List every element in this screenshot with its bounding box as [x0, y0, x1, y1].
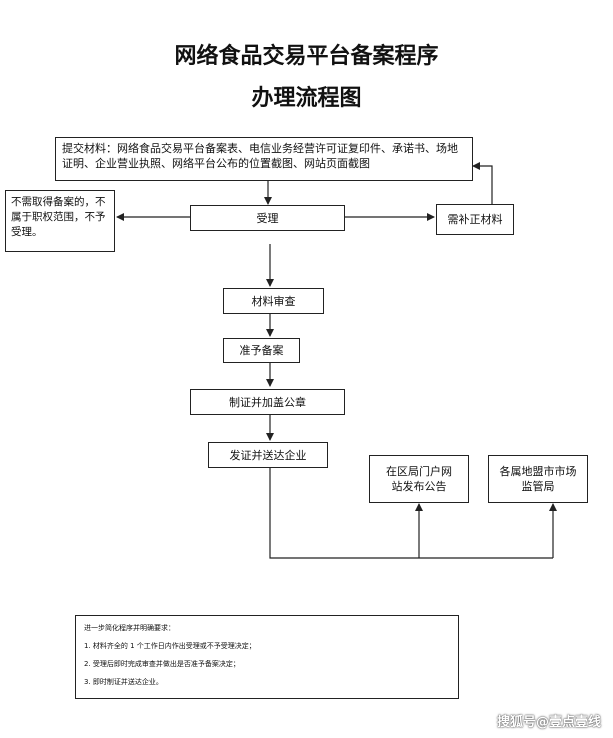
notes-item-3: 3. 即时制证并送达企业。	[84, 678, 163, 686]
certificate-label: 制证并加盖公章	[229, 395, 306, 409]
notes-item-2: 2. 受理后即时完成审查并做出是否准予备案决定；	[84, 660, 240, 668]
notes-heading: 进一步简化程序并明确要求：	[84, 624, 175, 632]
reject-box: 不需取得备案的，不属于职权范围，不予受理。	[5, 190, 115, 252]
notes-item-1: 1. 材料齐全的 1 个工作日内作出受理或不予受理决定；	[84, 642, 256, 650]
accept-box: 受理	[190, 205, 345, 231]
approve-label: 准予备案	[239, 344, 284, 357]
notes-box: 进一步简化程序并明确要求： 1. 材料齐全的 1 个工作日内作出受理或不予受理决…	[75, 615, 459, 699]
reject-text: 不需取得备案的，不属于职权范围，不予受理。	[11, 196, 106, 238]
submit-materials-text: 提交材料：网络食品交易平台备案表、电信业务经营许可证复印件、承诺书、场地证明、企…	[62, 142, 458, 170]
watermark: 搜狐号@壹点壹线	[496, 715, 601, 730]
review-label: 材料审查	[251, 294, 296, 308]
deliver-label: 发证并送达企业	[229, 448, 307, 462]
deliver-box: 发证并送达企业	[208, 442, 328, 468]
market-supervision-label: 各属地盟市市场监管局	[499, 465, 577, 493]
supplement-label: 需补正材料	[447, 213, 503, 226]
approve-box: 准予备案	[223, 338, 300, 363]
connector-deliver-bottom	[269, 468, 553, 559]
diagram-subtitle: 办理流程图	[251, 86, 362, 111]
supplement-box: 需补正材料	[436, 204, 514, 235]
submit-materials-box: 提交材料：网络食品交易平台备案表、电信业务经营许可证复印件、承诺书、场地证明、企…	[55, 137, 473, 181]
publish-box: 在区局门户网站发布公告	[369, 455, 469, 503]
publish-label: 在区局门户网站发布公告	[386, 465, 452, 493]
certificate-box: 制证并加盖公章	[190, 389, 345, 415]
diagram-title: 网络食品交易平台备案程序	[174, 44, 439, 69]
arrow-supplement-to-submit	[472, 162, 493, 205]
review-box: 材料审查	[223, 288, 324, 314]
market-supervision-box: 各属地盟市市场监管局	[488, 455, 588, 503]
accept-label: 受理	[256, 211, 279, 225]
